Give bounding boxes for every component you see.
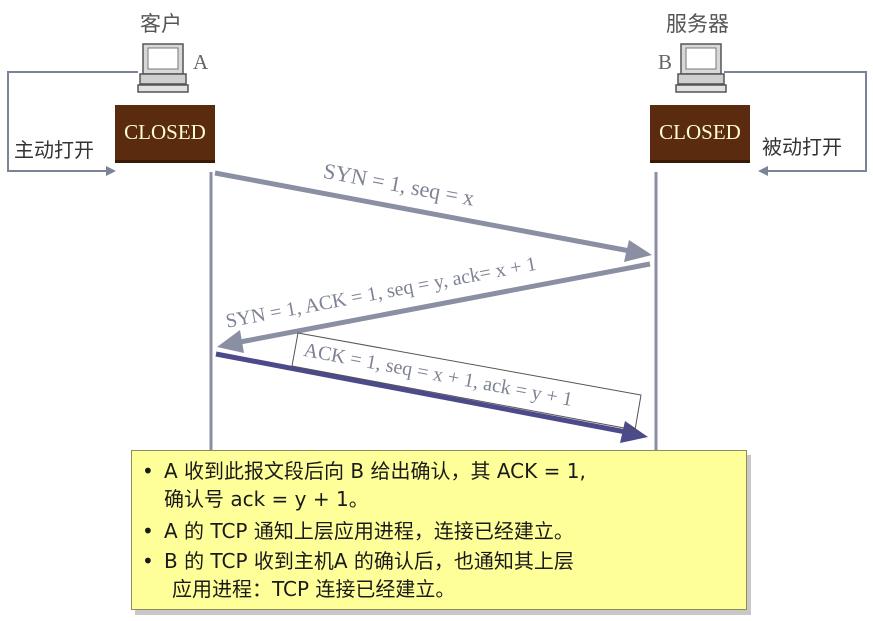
server-state-closed: CLOSED	[650, 105, 750, 163]
client-letter: A	[193, 50, 209, 74]
note-bullet-1-cont: 确认号 ack = y + 1。	[142, 485, 369, 513]
note-bullet-2: • A 的 TCP 通知上层应用进程，连接已经建立。	[142, 517, 574, 545]
bullet-dot: •	[142, 459, 154, 483]
note-bullet-1: • A 收到此报文段后向 B 给出确认，其 ACK = 1,	[142, 457, 586, 485]
client-computer-icon	[137, 43, 189, 93]
note-bullet-3-cont: 应用进程：TCP 连接已经建立。	[142, 575, 455, 603]
bullet-dot: •	[142, 519, 154, 543]
note-line-5: 应用进程：TCP 连接已经建立。	[172, 577, 456, 601]
note-line-1: A 收到此报文段后向 B 给出确认，其 ACK = 1,	[164, 459, 586, 483]
syn-ack-arrow	[217, 261, 651, 353]
client-title: 客户	[140, 12, 182, 36]
ack-label-frame	[291, 332, 642, 431]
server-open-loop	[724, 71, 867, 176]
syn-arrow	[214, 170, 652, 262]
bullet-dot: •	[142, 549, 154, 573]
note-line-2: 确认号 ack = y + 1。	[164, 487, 369, 511]
client-open-loop	[7, 71, 138, 176]
ack-arrow	[215, 351, 648, 443]
client-open-label: 主动打开	[14, 138, 94, 162]
server-title: 服务器	[666, 12, 729, 36]
server-computer-icon	[675, 43, 727, 93]
server-open-label: 被动打开	[762, 135, 842, 159]
note-line-3: A 的 TCP 通知上层应用进程，连接已经建立。	[164, 519, 574, 543]
explanation-note: • A 收到此报文段后向 B 给出确认，其 ACK = 1, 确认号 ack =…	[131, 450, 747, 610]
server-letter: B	[658, 50, 673, 74]
client-state-closed: CLOSED	[115, 105, 215, 163]
note-line-4: B 的 TCP 收到主机A 的确认后，也通知其上层	[164, 549, 574, 573]
note-bullet-3: • B 的 TCP 收到主机A 的确认后，也通知其上层	[142, 547, 574, 575]
